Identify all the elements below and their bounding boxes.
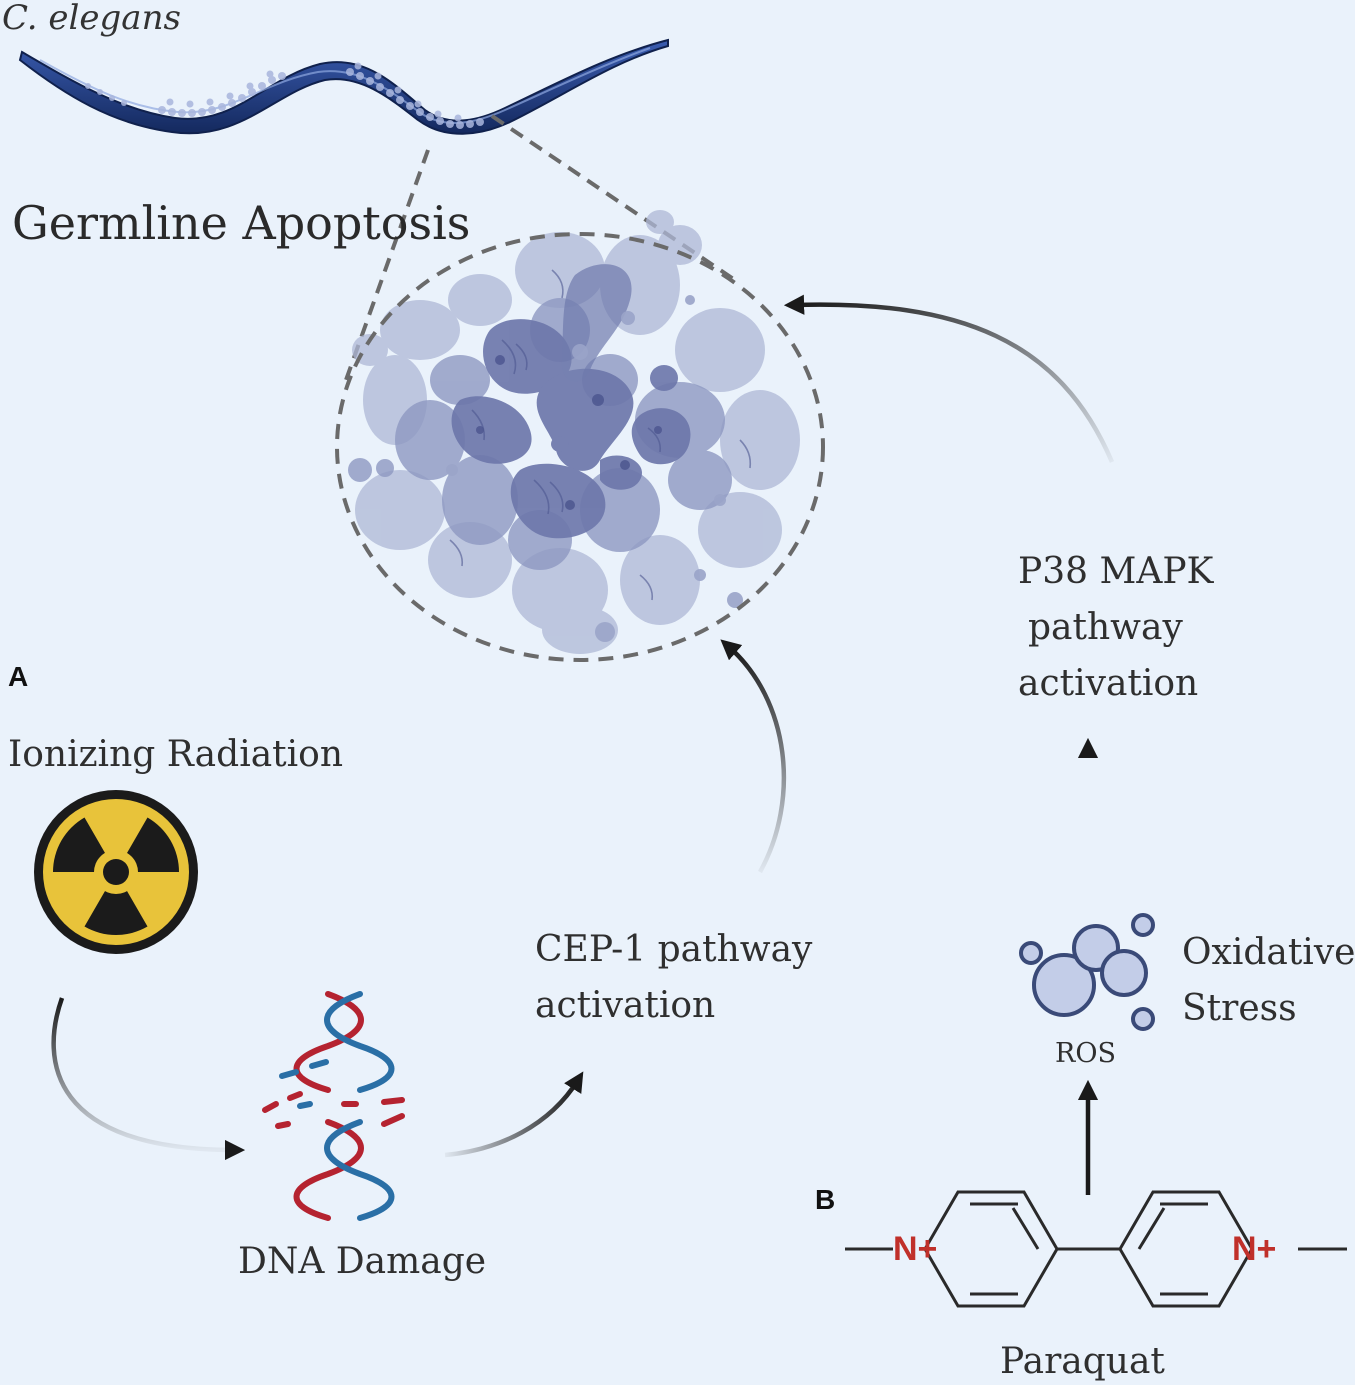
p38-mapk-label: P38 MAPK pathway activation bbox=[1018, 544, 1213, 712]
p38-line-2: pathway bbox=[1028, 607, 1183, 648]
panel-a-label: A bbox=[8, 661, 29, 692]
arrow-radiation-to-dna bbox=[51, 997, 246, 1161]
ros-bubbles-icon bbox=[1019, 913, 1155, 1031]
arrow-dna-to-cep1 bbox=[444, 1071, 584, 1158]
ionizing-radiation-label: Ionizing Radiation bbox=[8, 734, 344, 775]
p38-line-3: activation bbox=[1018, 663, 1199, 704]
radiation-hazard-icon bbox=[34, 790, 198, 954]
panel-b-label: B bbox=[815, 1184, 836, 1215]
zoom-callout-lines bbox=[344, 114, 737, 381]
arrow-cep1-to-apoptosis bbox=[720, 639, 787, 874]
dna-damage-icon bbox=[262, 991, 405, 1221]
cep1-pathway-label: CEP-1 pathway activation bbox=[535, 922, 812, 1034]
c-elegans-worm-icon bbox=[18, 38, 669, 135]
figure-title: Germline Apoptosis bbox=[12, 196, 471, 250]
oxidative-line-2: Stress bbox=[1182, 988, 1297, 1029]
ros-label: ROS bbox=[1055, 1038, 1116, 1069]
paraquat-structure-icon bbox=[845, 1190, 1347, 1308]
zoom-dashed-circle bbox=[335, 232, 825, 662]
oxidative-line-1: Oxidative bbox=[1182, 932, 1355, 973]
dna-damage-label: DNA Damage bbox=[238, 1241, 487, 1282]
organism-label: C. elegans bbox=[2, 0, 181, 38]
cep1-line-2: activation bbox=[535, 985, 716, 1026]
nitrogen-cation-right: N+ bbox=[1232, 1230, 1277, 1268]
arrow-p38-to-apoptosis bbox=[783, 294, 1115, 463]
arrows bbox=[51, 294, 1115, 1195]
oxidative-stress-label: Oxidative Stress bbox=[1182, 925, 1355, 1037]
germline-cell-cluster-icon bbox=[348, 210, 800, 654]
paraquat-label: Paraquat bbox=[1000, 1341, 1165, 1382]
p38-line-1: P38 MAPK bbox=[1018, 551, 1214, 592]
cep1-line-1: CEP-1 pathway bbox=[535, 929, 813, 970]
nitrogen-cation-left: N+ bbox=[893, 1230, 938, 1268]
